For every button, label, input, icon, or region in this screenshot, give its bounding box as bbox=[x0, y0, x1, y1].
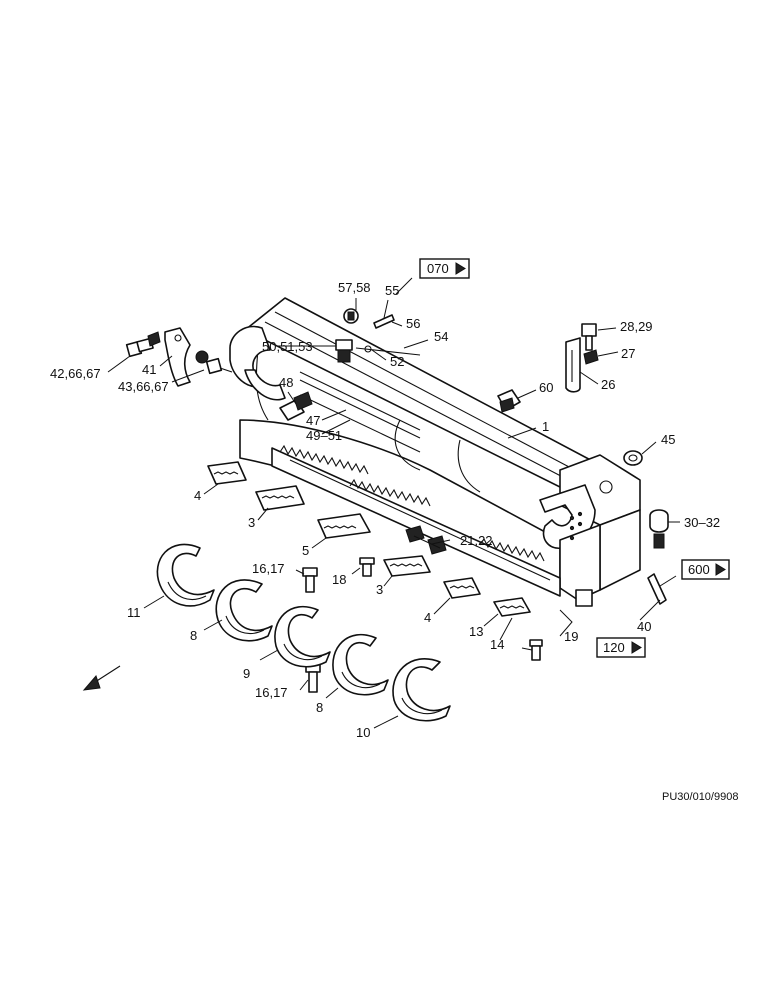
left-fittings bbox=[125, 327, 233, 387]
callout-10: 10 bbox=[356, 725, 370, 740]
plate-4-lower bbox=[443, 577, 481, 599]
right-fittings bbox=[623, 450, 669, 605]
bolt-19 bbox=[529, 639, 543, 661]
guard-11 bbox=[156, 543, 215, 607]
callout-26: 26 bbox=[601, 377, 615, 392]
plate-5 bbox=[317, 513, 371, 539]
reference-label-120: 120 bbox=[603, 640, 625, 655]
callout-30-32: 30–32 bbox=[684, 515, 720, 530]
callout-8-upper: 8 bbox=[190, 628, 197, 643]
reference-label-070: 070 bbox=[427, 261, 449, 276]
callout-19: 19 bbox=[564, 629, 578, 644]
callout-50-51-53: 50,51,53 bbox=[262, 339, 313, 354]
callout-57-58: 57,58 bbox=[338, 280, 371, 295]
direction-arrow-icon bbox=[82, 665, 121, 691]
callout-4-lower: 4 bbox=[424, 610, 431, 625]
callout-16-17-lower: 16,17 bbox=[255, 685, 288, 700]
bolt-18 bbox=[359, 557, 375, 577]
reference-box-070[interactable]: 070 bbox=[419, 258, 470, 279]
plate-3-lower bbox=[383, 555, 431, 577]
callout-18: 18 bbox=[332, 572, 346, 587]
right-upper-fittings bbox=[497, 323, 599, 413]
callout-8-lower: 8 bbox=[316, 700, 323, 715]
leader-lines bbox=[107, 277, 680, 729]
rivet-dots bbox=[569, 511, 583, 541]
callout-41: 41 bbox=[142, 362, 156, 377]
callout-42-66-67: 42,66,67 bbox=[50, 366, 101, 381]
callout-16-17-upper: 16,17 bbox=[252, 561, 285, 576]
plate-13-14 bbox=[493, 597, 531, 617]
callout-27: 27 bbox=[621, 346, 635, 361]
callout-47: 47 bbox=[306, 413, 320, 428]
plate-4-upper bbox=[207, 461, 247, 485]
plate-3-upper bbox=[255, 485, 305, 511]
reference-label-600: 600 bbox=[688, 562, 710, 577]
bolt-16-17-lower bbox=[305, 663, 321, 693]
callout-56: 56 bbox=[406, 316, 420, 331]
center-bolts bbox=[405, 525, 447, 555]
drawing-code: PU30/010/9908 bbox=[662, 791, 739, 803]
callout-14: 14 bbox=[490, 637, 504, 652]
bolt-16-17-upper bbox=[302, 567, 318, 593]
guard-8-lower bbox=[332, 633, 389, 696]
callout-40: 40 bbox=[637, 619, 651, 634]
callout-28-29: 28,29 bbox=[620, 319, 653, 334]
guard-8-upper bbox=[215, 579, 273, 642]
callout-52: 52 bbox=[390, 354, 404, 369]
upper-fittings bbox=[279, 308, 421, 421]
callouts: 1 3 3 4 4 5 8 8 9 10 11 13 14 16,17 16,1… bbox=[50, 280, 720, 740]
callout-3-lower: 3 bbox=[376, 582, 383, 597]
reference-box-600[interactable]: 600 bbox=[681, 559, 730, 580]
callout-9: 9 bbox=[243, 666, 250, 681]
callout-3-upper: 3 bbox=[248, 515, 255, 530]
callout-5: 5 bbox=[302, 543, 309, 558]
callout-13: 13 bbox=[469, 624, 483, 639]
callout-48: 48 bbox=[279, 375, 293, 390]
callout-49-51: 49–51 bbox=[306, 428, 342, 443]
callout-21-22: 21,22 bbox=[460, 533, 493, 548]
guard-9 bbox=[274, 605, 331, 668]
reference-box-120[interactable]: 120 bbox=[596, 637, 646, 658]
knife-bar bbox=[271, 444, 561, 597]
callout-43-66-67: 43,66,67 bbox=[118, 379, 169, 394]
callout-4-upper: 4 bbox=[194, 488, 201, 503]
callout-55: 55 bbox=[385, 283, 399, 298]
callout-60: 60 bbox=[539, 380, 553, 395]
guard-10 bbox=[392, 658, 451, 722]
callout-11: 11 bbox=[127, 605, 141, 620]
callout-45: 45 bbox=[661, 432, 675, 447]
callout-1: 1 bbox=[542, 419, 549, 434]
callout-54: 54 bbox=[434, 329, 448, 344]
